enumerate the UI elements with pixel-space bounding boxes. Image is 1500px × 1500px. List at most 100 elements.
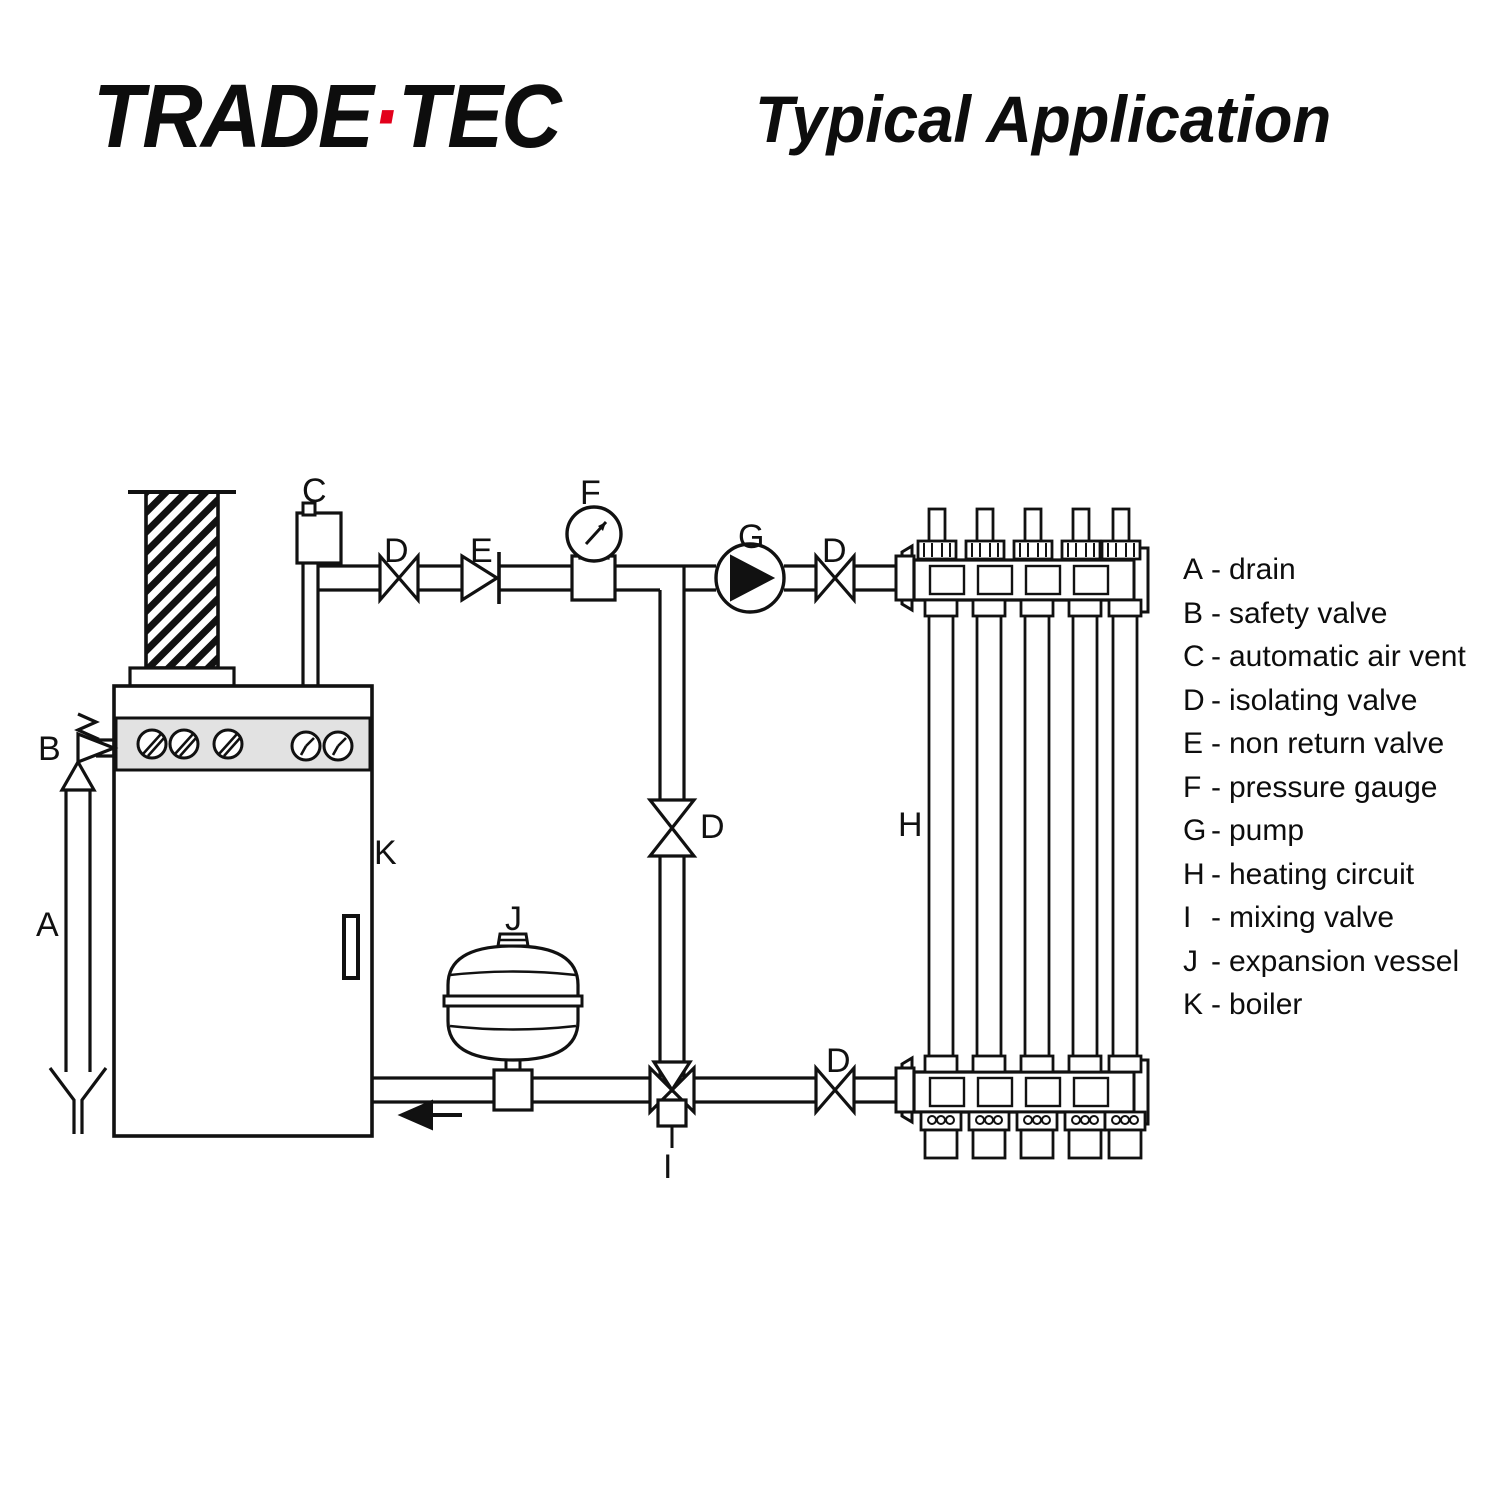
legend-dash-g: -	[1211, 814, 1221, 847]
legend-key-f: F	[1183, 770, 1202, 804]
boiler-knob-group[interactable]	[136, 728, 244, 760]
callout-j: J	[505, 900, 522, 938]
legend-label-d: isolating valve	[1229, 683, 1418, 717]
legend-item-b: B - safety valve	[1183, 592, 1500, 636]
legend-item-f: F - pressure gauge	[1183, 766, 1500, 810]
pump-g	[714, 542, 786, 614]
automatic-air-vent	[295, 501, 343, 686]
brand-logo: TRADE·TEC	[93, 72, 562, 162]
boiler-gauge-2	[322, 730, 354, 762]
callout-i: I	[663, 1148, 672, 1186]
callout-h: H	[898, 806, 923, 844]
safety-valve-assembly	[59, 712, 119, 792]
legend-label-j: expansion vessel	[1229, 944, 1460, 978]
brand-logo-part1: TRADE	[93, 67, 374, 167]
legend-key-k: K	[1183, 988, 1204, 1021]
pressure-gauge-f	[565, 505, 623, 602]
non-return-valve-e	[460, 552, 501, 604]
manifold-top	[894, 507, 1150, 618]
manifold-top-stem-2	[964, 507, 1006, 561]
legend-key-d: D	[1183, 683, 1205, 717]
legend-label-i: mixing valve	[1229, 901, 1395, 934]
callout-d-return: D	[826, 1042, 851, 1080]
legend-label-h: heating circuit	[1229, 857, 1415, 891]
legend-item-k: K - boiler	[1183, 983, 1500, 1027]
legend-key-c: C	[1183, 640, 1205, 673]
manifold-top-outlets	[923, 598, 1143, 618]
manifold-top-stem-5	[1100, 507, 1142, 561]
legend-key-a: A	[1183, 553, 1204, 586]
isolating-valve-d-return[interactable]	[814, 1063, 856, 1117]
mixing-valve-i[interactable]	[648, 1060, 696, 1148]
legend-item-e: E - non return valve	[1183, 722, 1500, 766]
boiler-knob-2	[168, 728, 200, 760]
flow-pipe-top	[318, 564, 902, 592]
isolating-valve-d2[interactable]	[814, 551, 856, 605]
flowmeter-4	[1063, 1110, 1107, 1160]
callout-a: A	[36, 906, 59, 944]
boiler-body	[112, 684, 374, 1138]
legend-label-k: boiler	[1229, 988, 1303, 1021]
legend-label-e: non return valve	[1229, 727, 1445, 760]
heating-circuit-pipes	[927, 616, 1139, 1062]
isolating-valve-d1[interactable]	[378, 551, 420, 605]
isolating-valve-d-bypass[interactable]	[646, 798, 698, 858]
legend-dash-f: -	[1211, 770, 1221, 804]
flow-direction-arrow	[397, 1099, 462, 1131]
legend-item-i: I - mixing valve	[1183, 896, 1500, 940]
page-title: Typical Application	[755, 82, 1332, 156]
expansion-vessel-j	[442, 932, 584, 1112]
boiler-door-handle[interactable]	[342, 914, 360, 980]
legend-dash-i: -	[1211, 901, 1221, 934]
legend-dash-c: -	[1211, 640, 1221, 673]
callout-c: C	[302, 472, 327, 510]
legend-key-e: E	[1183, 727, 1204, 760]
callout-d1: D	[384, 532, 409, 570]
flowmeter-5	[1103, 1110, 1147, 1160]
manifold-bottom-inlets	[923, 1054, 1143, 1074]
legend-key-h: H	[1183, 857, 1205, 891]
legend-label-a: drain	[1229, 553, 1296, 586]
return-pipe-bottom	[372, 1076, 902, 1104]
callout-f: F	[580, 474, 601, 512]
brand-logo-dot: ·	[372, 67, 400, 167]
boiler-knob-3	[212, 728, 244, 760]
legend-key-b: B	[1183, 596, 1204, 630]
boiler-knob-1	[136, 728, 168, 760]
drain-tundish	[48, 1067, 76, 1134]
legend-label-b: safety valve	[1229, 596, 1388, 630]
legend-key-i: I	[1183, 901, 1192, 934]
callout-g: G	[738, 518, 764, 556]
mixing-valve-actuator	[656, 1098, 688, 1128]
legend-key-g: G	[1183, 814, 1207, 847]
legend-key-j: J	[1183, 944, 1198, 978]
callout-k: K	[374, 834, 397, 872]
drain-pipe	[48, 790, 108, 1134]
legend-dash-k: -	[1211, 988, 1221, 1021]
brand-logo-part2: TEC	[398, 67, 562, 167]
legend-label-f: pressure gauge	[1229, 770, 1438, 804]
legend-dash-a: -	[1211, 553, 1221, 586]
boiler-gauge-group	[290, 730, 354, 762]
legend-dash-e: -	[1211, 727, 1221, 760]
legend-item-j: J - expansion vessel	[1183, 940, 1500, 984]
legend-item-d: D - isolating valve	[1183, 679, 1500, 723]
flowmeter-3	[1015, 1110, 1059, 1160]
legend: A - drain B - safety valve C - automatic…	[1183, 548, 1500, 1027]
page-header: TRADE·TEC Typical Application	[0, 0, 1500, 200]
manifold-top-stem-3	[1012, 507, 1054, 561]
manifold-bottom	[894, 1054, 1150, 1160]
manifold-top-valve-stems	[916, 507, 1142, 561]
boiler-gauge-1	[290, 730, 322, 762]
callout-labels: B A C D E F G D D D H I J K	[36, 472, 923, 1186]
legend-dash-b: -	[1211, 596, 1221, 630]
legend-item-h: H - heating circuit	[1183, 853, 1500, 897]
legend-dash-j: -	[1211, 944, 1221, 978]
flowmeter-2	[967, 1110, 1011, 1160]
flowmeter-1	[919, 1110, 963, 1160]
callout-d-bypass: D	[700, 808, 725, 846]
legend-item-c: C - automatic air vent	[1183, 635, 1500, 679]
callout-e: E	[470, 532, 493, 570]
